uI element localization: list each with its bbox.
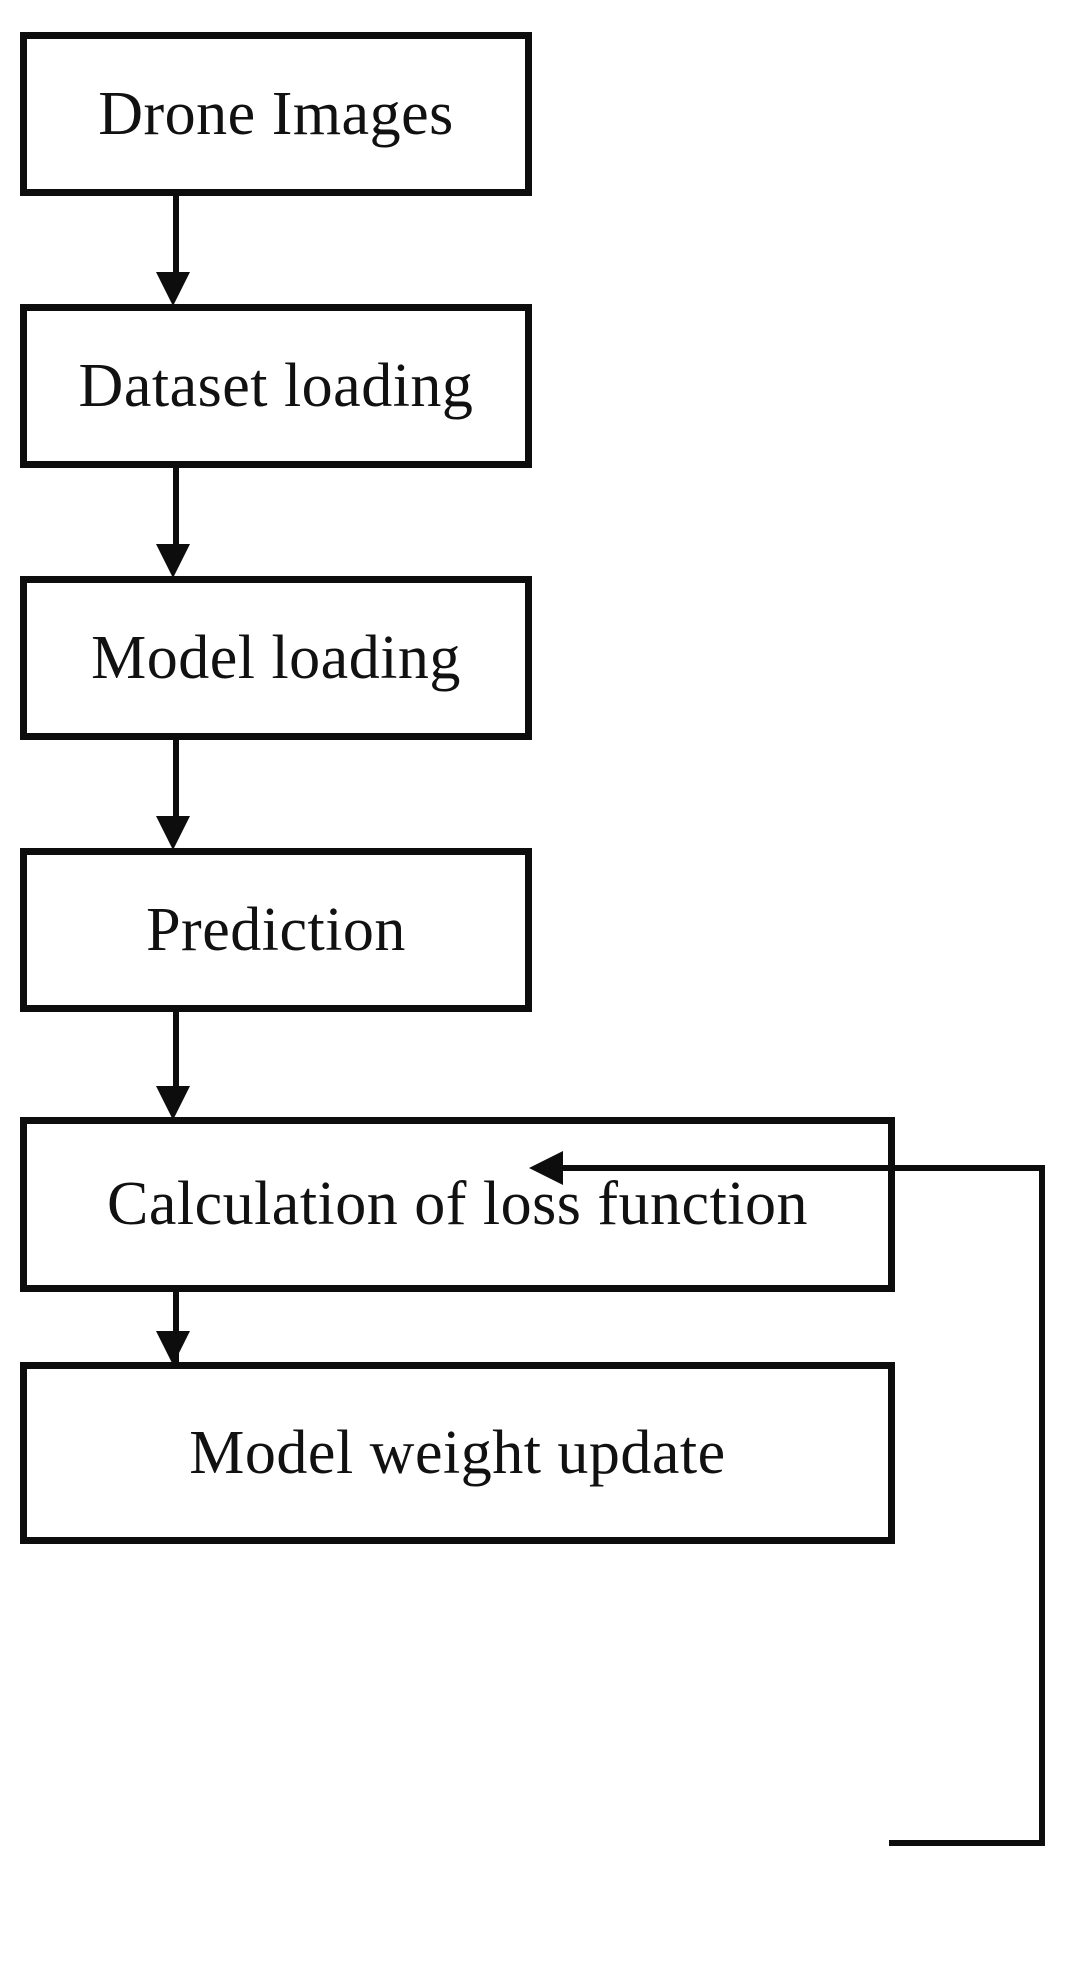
edge-dataset-loading-to-model-loading-line (173, 468, 179, 548)
node-weight-update[interactable]: Model weight update (20, 1362, 895, 1544)
edge-drone-images-to-dataset-loading-line (173, 196, 179, 276)
edge-feedback-right-segment (1039, 1165, 1045, 1846)
node-label: Model loading (91, 623, 461, 692)
arrow-down-icon (156, 272, 190, 306)
node-loss-function[interactable]: Calculation of loss function (20, 1117, 895, 1292)
node-label: Model weight update (189, 1418, 726, 1487)
node-label: Calculation of loss function (106, 1170, 809, 1239)
arrow-left-icon (529, 1151, 563, 1185)
node-drone-images[interactable]: Drone Images (20, 32, 532, 196)
node-prediction[interactable]: Prediction (20, 848, 532, 1012)
node-dataset-loading[interactable]: Dataset loading (20, 304, 532, 468)
node-label: Prediction (146, 895, 406, 964)
node-label: Dataset loading (78, 351, 474, 420)
edge-feedback-bottom-segment (889, 1840, 1045, 1846)
node-label: Drone Images (98, 79, 454, 148)
edge-prediction-to-loss-function-line (173, 1012, 179, 1090)
edge-model-loading-to-prediction-line (173, 740, 179, 820)
arrow-down-icon (156, 544, 190, 578)
arrow-down-icon (156, 816, 190, 850)
arrow-down-icon (156, 1086, 190, 1120)
arrow-down-icon (156, 1331, 190, 1365)
edge-feedback-top-segment (563, 1165, 1043, 1171)
node-model-loading[interactable]: Model loading (20, 576, 532, 740)
edge-loss-function-to-weight-update-line (173, 1292, 179, 1367)
